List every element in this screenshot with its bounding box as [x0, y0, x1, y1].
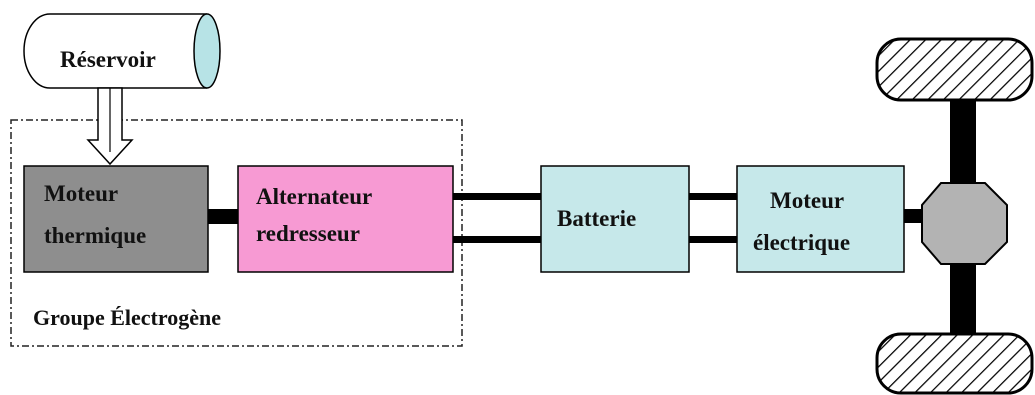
engine-alternator-shaft	[208, 209, 238, 224]
motor-line-top	[689, 193, 737, 200]
genset-boundary	[10, 119, 463, 347]
axle-hub	[921, 182, 1008, 265]
alternator-label-line2: redresseur	[256, 221, 360, 246]
dc-line-top	[453, 193, 541, 200]
motor-label-line2: électrique	[753, 230, 850, 255]
battery-label: Batterie	[557, 206, 636, 231]
alternator-box	[237, 165, 454, 273]
wheel-top	[875, 37, 1034, 102]
dc-line-bottom	[453, 236, 541, 243]
genset-label: Groupe Électrogène	[33, 305, 221, 330]
motor-hub-shaft	[904, 209, 926, 223]
motor-line-bottom	[689, 236, 737, 243]
tank-body	[23, 13, 207, 89]
engine-box	[23, 165, 209, 273]
electric-motor-box	[736, 165, 905, 273]
engine-label-line2: thermique	[44, 223, 146, 248]
motor-label-line1: Moteur	[770, 188, 844, 213]
tank-cap	[193, 13, 221, 89]
battery-box	[540, 165, 690, 273]
wheel-bottom	[875, 332, 1034, 395]
alternator-label-line1: Alternateur	[256, 184, 372, 209]
fuel-tank: Réservoir	[23, 13, 221, 89]
engine-label-line1: Moteur	[44, 181, 118, 206]
tank-label: Réservoir	[60, 47, 156, 72]
